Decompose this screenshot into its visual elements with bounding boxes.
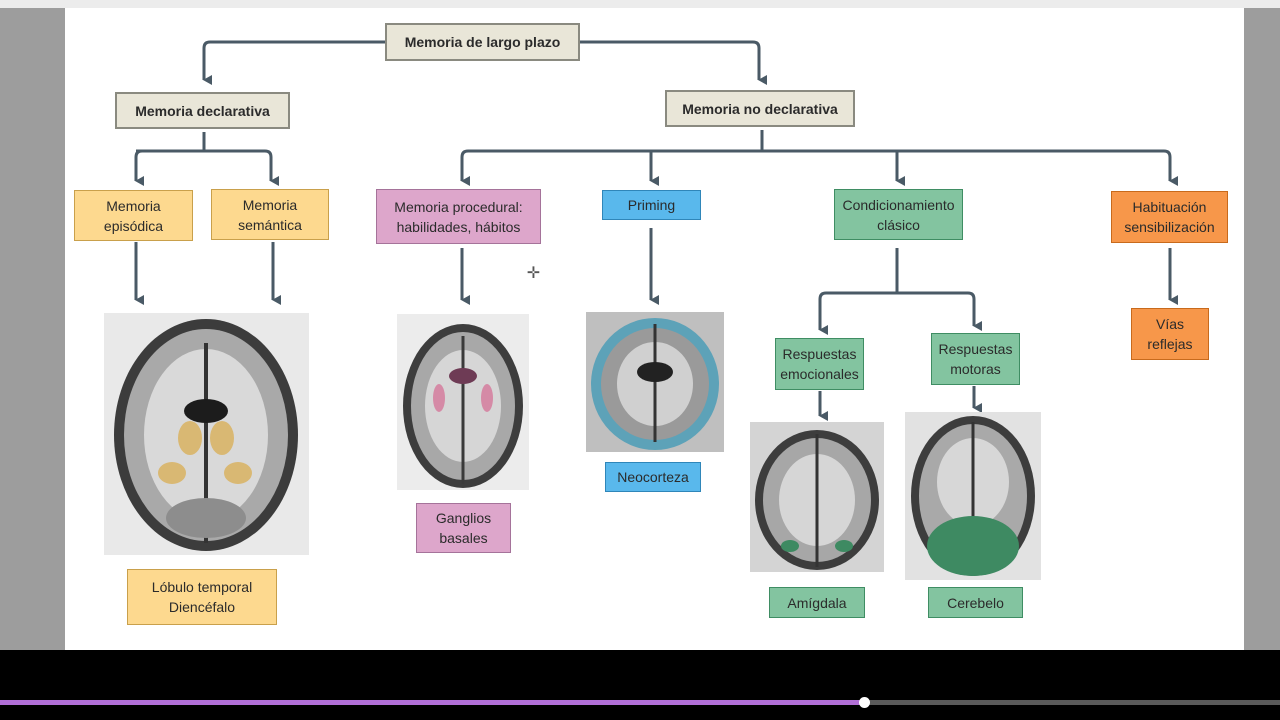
box-semantic: Memoria semántica [211, 189, 329, 240]
box-classical-conditioning: Condicionamiento clásico [834, 189, 963, 240]
box-declarative-memory: Memoria declarativa [115, 92, 290, 129]
slide-canvas: Memoria de largo plazo Memoria declarati… [65, 8, 1244, 650]
connector-root-nodeclarativa [580, 40, 767, 85]
box-episodic: Memoria episódica [74, 190, 193, 241]
brain-image-neocortex [586, 312, 724, 452]
box-reflex-pathways: Vías reflejas [1131, 308, 1209, 360]
box-priming: Priming [602, 190, 701, 220]
connectors [134, 40, 1178, 421]
connector-episodica [136, 149, 279, 186]
brain-image-cerebellum [905, 412, 1041, 580]
box-procedural: Memoria procedural: habilidades, hábitos [376, 189, 541, 244]
connector-root-declarativa [202, 40, 385, 85]
box-cerebellum: Cerebelo [928, 587, 1023, 618]
box-long-term-memory: Memoria de largo plazo [385, 23, 580, 61]
box-nondeclarative-memory: Memoria no declarativa [665, 90, 855, 127]
box-emotional-responses: Respuestas emocionales [775, 338, 864, 390]
video-scrubber-handle[interactable] [859, 697, 870, 708]
browser-top-edge [0, 0, 1280, 8]
video-progress-fill [0, 700, 864, 705]
video-player-bar [0, 650, 1280, 720]
box-basal-ganglia: Ganglios basales [416, 503, 511, 553]
crosshair-cursor-icon: ✛ [526, 265, 541, 282]
video-progress-bar[interactable] [0, 697, 1280, 708]
box-habituation: Habituación sensibilización [1111, 191, 1228, 243]
box-motor-responses: Respuestas motoras [931, 333, 1020, 385]
brain-image-basal-ganglia [397, 314, 529, 490]
box-neocortex: Neocorteza [605, 462, 701, 492]
brain-image-temporal [104, 313, 309, 555]
box-amygdala: Amígdala [769, 587, 865, 618]
box-temporal-lobe: Lóbulo temporal Diencéfalo [127, 569, 277, 625]
brain-image-amygdala [750, 422, 884, 572]
